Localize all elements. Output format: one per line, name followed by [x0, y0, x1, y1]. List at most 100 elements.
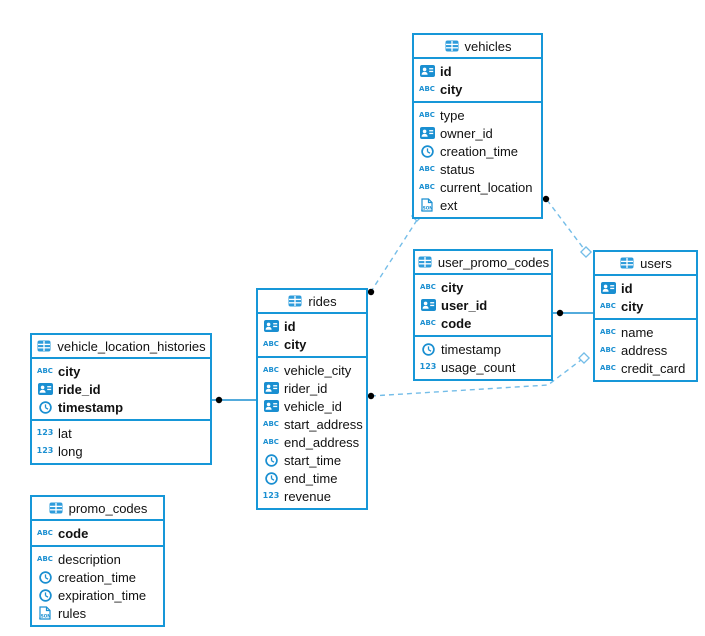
field-row-user_promo_codes-user_id[interactable]: user_id — [415, 296, 551, 314]
field-label: rider_id — [284, 381, 328, 396]
field-row-rides-start_time[interactable]: start_time — [258, 451, 366, 469]
field-row-user_promo_codes-timestamp[interactable]: timestamp — [415, 340, 551, 358]
time-icon — [37, 400, 53, 414]
table-header[interactable]: users — [595, 252, 696, 276]
cardinality-dot — [215, 396, 223, 404]
relationship-user_promo_codes-users[interactable] — [553, 309, 593, 317]
field-row-rides-rider_id[interactable]: rider_id — [258, 379, 366, 397]
field-label: status — [440, 162, 475, 177]
uuid-icon — [420, 299, 436, 311]
table-header[interactable]: vehicles — [414, 35, 541, 59]
uuid-icon — [263, 400, 279, 412]
time-icon — [37, 570, 53, 584]
field-row-vehicles-owner_id[interactable]: owner_id — [414, 124, 541, 142]
field-label: city — [284, 337, 307, 352]
cardinality-diamond — [577, 351, 591, 365]
field-label: long — [58, 444, 83, 459]
field-row-users-name[interactable]: ABC name — [595, 323, 696, 341]
text-icon: ABC — [37, 528, 53, 537]
field-label: city — [441, 280, 464, 295]
field-row-vehicle_location_histories-timestamp[interactable]: timestamp — [32, 398, 210, 416]
uuid-icon — [37, 383, 53, 395]
relationship-vehicle_location_histories-rides[interactable] — [212, 396, 256, 404]
field-row-rides-start_address[interactable]: ABC start_address — [258, 415, 366, 433]
field-label: start_time — [284, 453, 342, 468]
relationship-rides-users[interactable] — [367, 351, 591, 400]
field-label: address — [621, 343, 668, 358]
time-icon — [419, 144, 435, 158]
time-icon — [420, 342, 436, 356]
table-header[interactable]: user_promo_codes — [415, 251, 551, 275]
text-icon: ABC — [263, 365, 279, 374]
text-icon: ABC — [600, 327, 616, 336]
text-icon: ABC — [600, 301, 616, 310]
field-label: city — [58, 364, 81, 379]
field-row-promo_codes-creation_time[interactable]: creation_time — [32, 568, 163, 586]
table-header[interactable]: rides — [258, 290, 366, 314]
field-label: city — [440, 82, 463, 97]
time-icon — [263, 471, 279, 485]
field-row-rides-end_time[interactable]: end_time — [258, 469, 366, 487]
relationship-vehicles-users[interactable] — [542, 195, 593, 259]
table-title: promo_codes — [68, 500, 148, 516]
field-row-vehicles-id[interactable]: id — [414, 62, 541, 80]
field-label: code — [58, 526, 89, 541]
field-row-promo_codes-code[interactable]: ABC code — [32, 524, 163, 542]
table-header[interactable]: vehicle_location_histories — [32, 335, 210, 359]
time-icon — [263, 453, 279, 467]
table-title: user_promo_codes — [437, 254, 550, 270]
field-label: usage_count — [441, 360, 516, 375]
field-label: name — [621, 325, 654, 340]
uuid-icon — [419, 65, 435, 77]
field-label: ext — [440, 198, 458, 213]
cardinality-dot — [367, 392, 375, 400]
field-row-vehicle_location_histories-ride_id[interactable]: ride_id — [32, 380, 210, 398]
text-icon: ABC — [263, 419, 279, 428]
field-row-users-id[interactable]: id — [595, 279, 696, 297]
text-icon: ABC — [600, 345, 616, 354]
text-icon: ABC — [600, 363, 616, 372]
table-title: vehicles — [464, 38, 512, 54]
table-icon — [417, 256, 433, 268]
field-row-promo_codes-expiration_time[interactable]: expiration_time — [32, 586, 163, 604]
table-icon — [36, 340, 52, 352]
table-header[interactable]: promo_codes — [32, 497, 163, 521]
field-row-vehicles-creation_time[interactable]: creation_time — [414, 142, 541, 160]
field-label: start_address — [284, 417, 363, 432]
table-icon — [619, 257, 635, 269]
field-row-rides-vehicle_id[interactable]: vehicle_id — [258, 397, 366, 415]
field-row-rides-id[interactable]: id — [258, 317, 366, 335]
table-icon — [48, 502, 64, 514]
field-label: vehicle_id — [284, 399, 342, 414]
field-row-users-address[interactable]: ABC address — [595, 341, 696, 359]
